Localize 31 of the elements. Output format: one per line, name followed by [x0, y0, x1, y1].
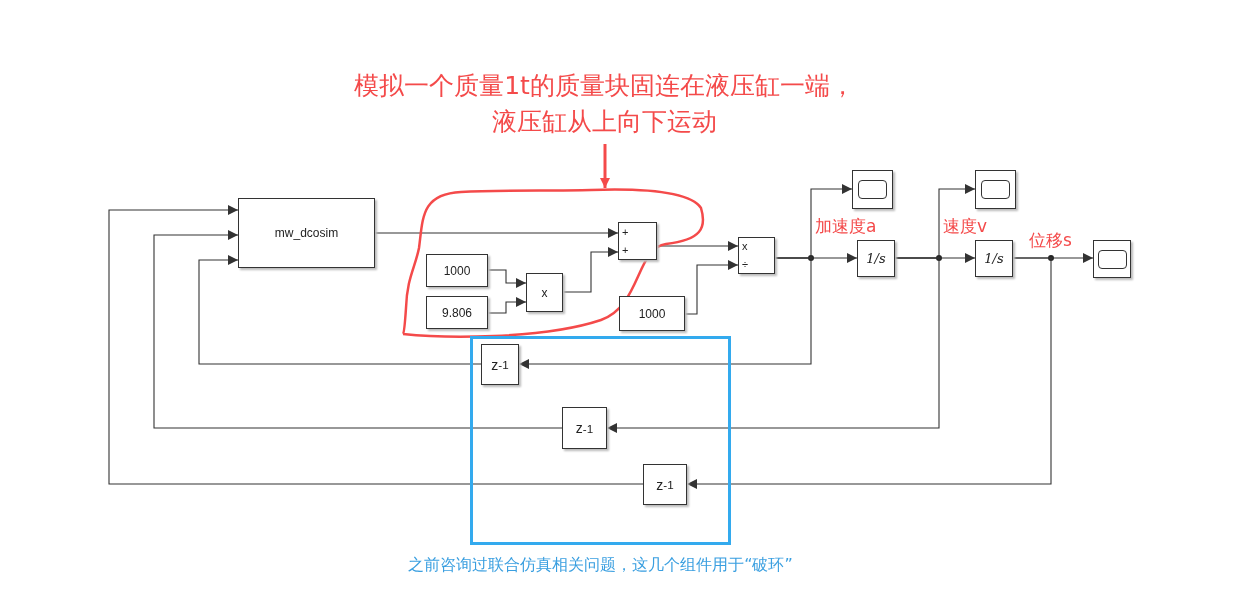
- function-block: x: [526, 273, 563, 312]
- scope-block: [1093, 240, 1131, 278]
- signal-line: [153, 230, 563, 429]
- signal-line: [606, 257, 940, 433]
- signal-line: [686, 257, 1052, 489]
- operator-block: + +: [618, 222, 657, 260]
- signal-line: [684, 260, 739, 315]
- signal-line: [108, 205, 644, 485]
- signal-line: [198, 255, 482, 365]
- signal-line: [656, 241, 739, 251]
- annotation-note: 模拟一个质量1t的质量块固连在液压缸一端，液压缸从上向下运动: [352, 68, 857, 144]
- edge-label: 位移s: [1029, 230, 1072, 250]
- signal-line: [562, 247, 619, 293]
- scope-block: [975, 170, 1016, 209]
- function-block: 1000: [619, 296, 685, 331]
- annotation-text: 之前咨询过联合仿真相关问题，这几个组件用于“破环”: [407, 555, 794, 576]
- arrow: [600, 144, 610, 188]
- edge-label: 加速度a: [815, 216, 877, 236]
- signal-line: [518, 257, 812, 369]
- function-block: mw_dcosim: [238, 198, 375, 268]
- signal-line: [487, 297, 527, 314]
- integrator-block: 1/s: [857, 240, 895, 277]
- operator-block: x ÷: [738, 237, 775, 274]
- signal-line: [374, 228, 619, 238]
- function-block: 9.806: [426, 296, 488, 329]
- edge-label: 速度v: [943, 216, 988, 236]
- signal-line: [487, 269, 527, 288]
- function-block: 1000: [426, 254, 488, 287]
- annotation-box: [470, 336, 731, 545]
- integrator-block: 1/s: [975, 240, 1013, 277]
- scope-block: [852, 170, 893, 209]
